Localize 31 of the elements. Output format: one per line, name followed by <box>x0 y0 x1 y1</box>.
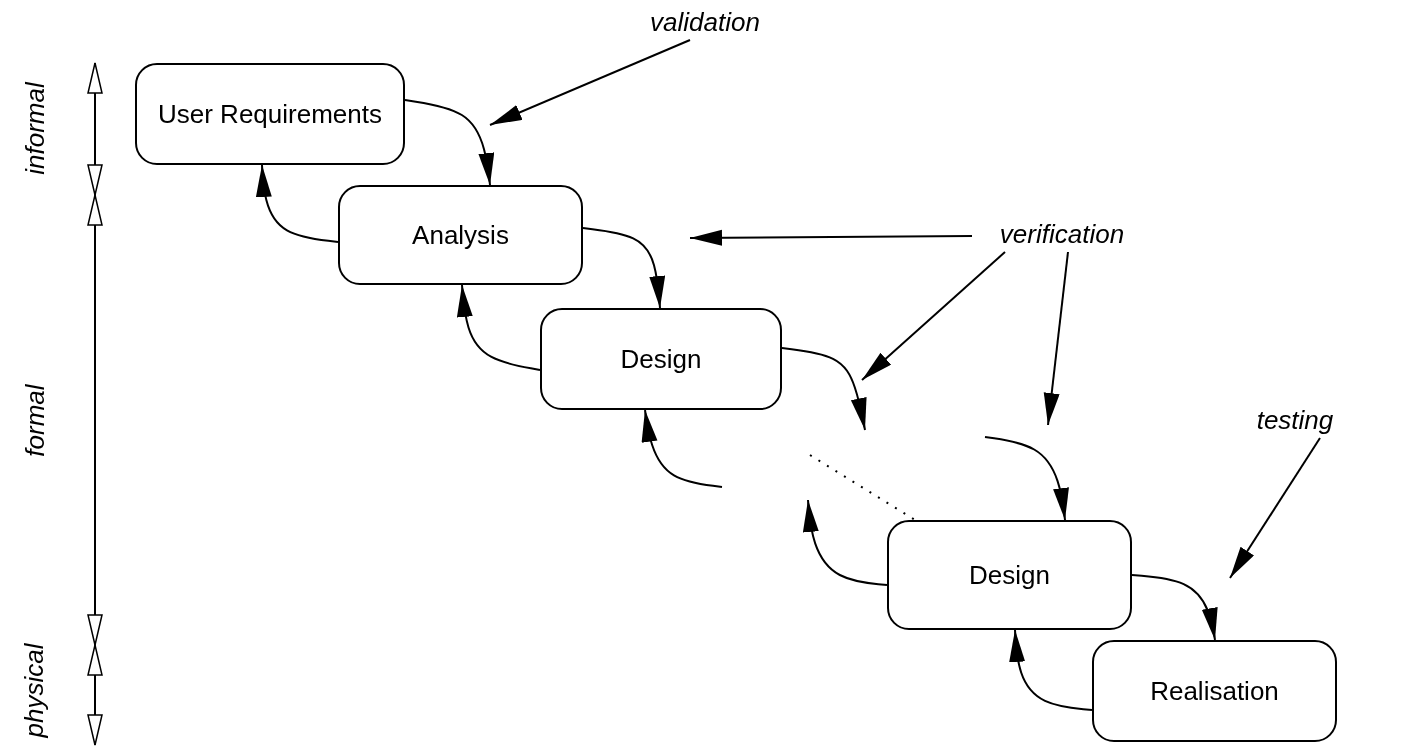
arrow <box>781 347 867 431</box>
arrow <box>456 284 541 371</box>
scale-label: informal <box>19 81 51 175</box>
annotation-text: validation <box>650 5 760 39</box>
annotation-text: verification <box>999 217 1125 251</box>
arrow <box>984 436 1069 521</box>
process-box <box>887 520 1132 630</box>
process-box <box>338 185 583 285</box>
arrow <box>404 99 495 186</box>
arrow <box>255 164 339 243</box>
arrow <box>1131 574 1218 641</box>
pointer-arrow <box>1229 437 1321 579</box>
box-label: User Requirements <box>158 97 382 131</box>
scale-label: formal <box>19 383 51 457</box>
arrow <box>1009 629 1093 711</box>
box-label: Design <box>969 558 1050 592</box>
box-label: Analysis <box>412 218 509 252</box>
pointer-arrow <box>689 229 973 246</box>
process-box <box>1092 640 1337 742</box>
process-box <box>135 63 405 165</box>
scale-label: physical <box>19 643 51 737</box>
pointer-arrow <box>489 39 691 126</box>
annotation-text: testing <box>1256 403 1334 437</box>
pointer-arrow <box>861 251 1006 381</box>
arrow <box>582 227 666 309</box>
box-label: Realisation <box>1150 674 1279 708</box>
arrow <box>802 499 888 586</box>
arrow <box>641 409 723 488</box>
process-box <box>540 308 782 410</box>
pointer-arrow <box>1043 251 1069 426</box>
box-label: Design <box>620 342 702 376</box>
